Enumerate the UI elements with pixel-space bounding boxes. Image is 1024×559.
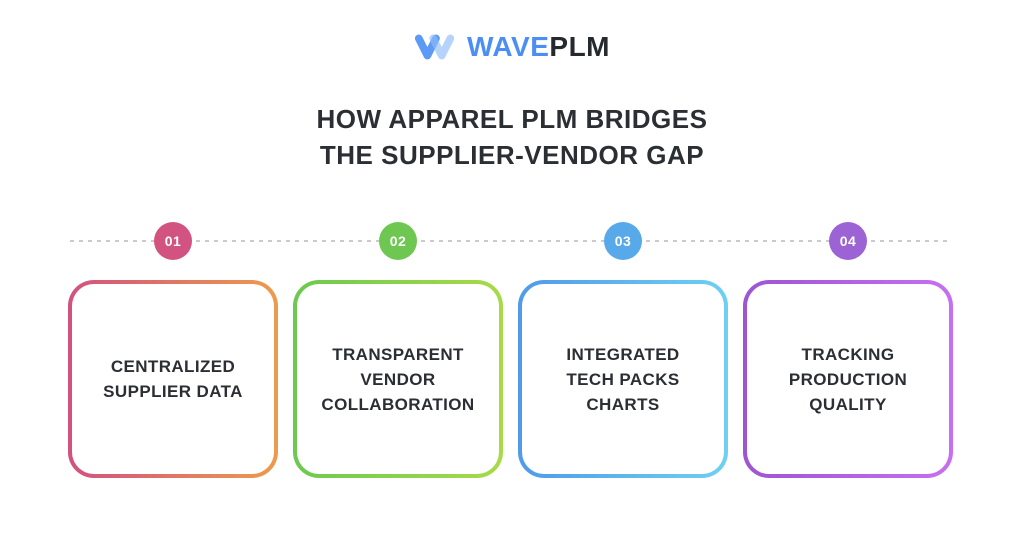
step-badge-cell: 03 [518, 222, 728, 260]
page-title-line-1: HOW APPAREL PLM BRIDGES [316, 104, 708, 134]
card-label-line: COLLABORATION [321, 394, 475, 414]
card-label-line: CENTRALIZED [110, 357, 236, 376]
card-label-line: PRODUCTION [788, 369, 908, 389]
card-integrated-tech-packs-charts: INTEGRATED TECH PACKS CHARTS [518, 280, 728, 478]
card-label-line: VENDOR [360, 369, 436, 389]
wave-stroke-right [429, 34, 455, 60]
step-badge-cell: 02 [293, 222, 503, 260]
page-title-line-2: THE SUPPLIER-VENDOR GAP [319, 140, 705, 170]
card-label-line: TRANSPARENT [332, 344, 464, 364]
step-badge-2: 02 [379, 222, 417, 260]
step-badge-cell: 04 [743, 222, 953, 260]
step-badge-1: 01 [154, 222, 192, 260]
brand-name-secondary: PLM [549, 31, 610, 62]
card-centralized-supplier-data: CENTRALIZED SUPPLIER DATA [68, 280, 278, 478]
card-tracking-production-quality: TRACKING PRODUCTION QUALITY [743, 280, 953, 478]
card-label: TRANSPARENT VENDOR COLLABORATION [321, 342, 474, 417]
card-transparent-vendor-collaboration: TRANSPARENT VENDOR COLLABORATION [293, 280, 503, 478]
card-label: CENTRALIZED SUPPLIER DATA [103, 354, 243, 404]
step-badge-4: 04 [829, 222, 867, 260]
page-title: HOW APPAREL PLM BRIDGES THE SUPPLIER-VEN… [0, 101, 1024, 173]
card-label-line: TECH PACKS [566, 369, 680, 389]
card-label-line: TRACKING [801, 344, 895, 364]
step-number: 04 [839, 233, 857, 249]
step-badge-cell: 01 [68, 222, 278, 260]
step-badges-row: 01 02 03 04 [68, 222, 953, 260]
step-badge-3: 03 [604, 222, 642, 260]
wave-w-icon [414, 34, 455, 60]
card-inner: INTEGRATED TECH PACKS CHARTS [522, 284, 724, 474]
brand-name-primary: WAVE [467, 31, 550, 62]
card-inner: TRACKING PRODUCTION QUALITY [747, 284, 949, 474]
step-number: 02 [389, 233, 407, 249]
card-label-line: CHARTS [586, 394, 660, 414]
step-number: 01 [164, 233, 182, 249]
card-label-line: INTEGRATED [566, 344, 680, 364]
timeline-connector [70, 240, 950, 242]
card-label: TRACKING PRODUCTION QUALITY [789, 342, 907, 417]
card-label-line: SUPPLIER DATA [103, 382, 243, 401]
card-label: INTEGRATED TECH PACKS CHARTS [566, 342, 679, 417]
cards-row: CENTRALIZED SUPPLIER DATA TRANSPARENT VE… [68, 280, 953, 478]
card-inner: TRANSPARENT VENDOR COLLABORATION [297, 284, 499, 474]
step-number: 03 [614, 233, 632, 249]
card-label-line: QUALITY [809, 394, 887, 414]
card-inner: CENTRALIZED SUPPLIER DATA [72, 284, 274, 474]
